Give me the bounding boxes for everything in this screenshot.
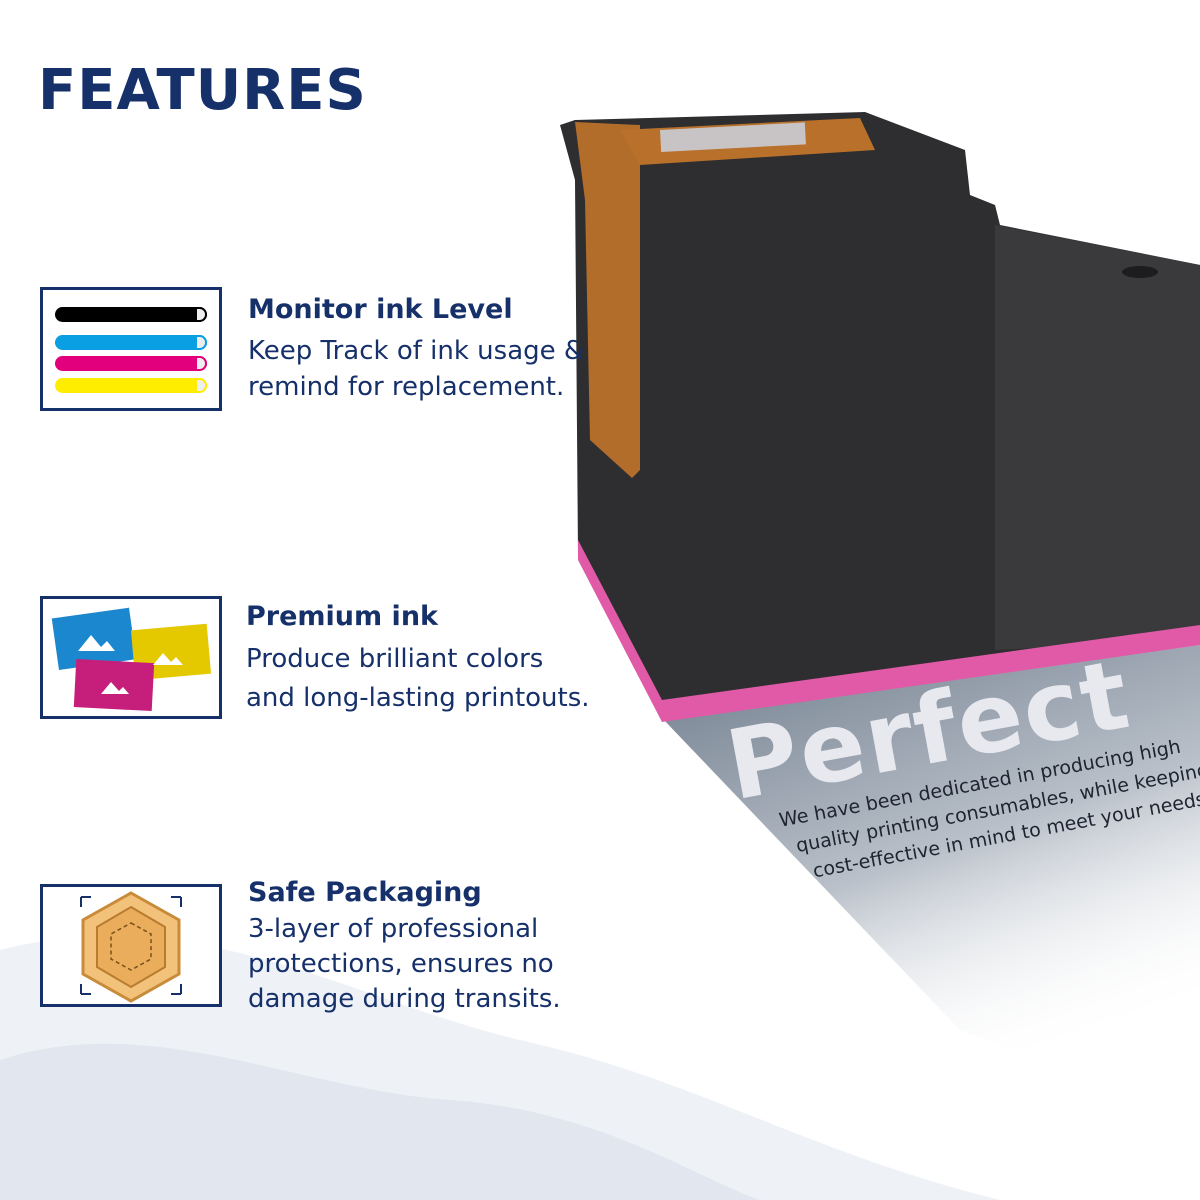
feature-title: Premium ink bbox=[246, 601, 438, 632]
desc-line: protections, ensures no bbox=[248, 949, 554, 979]
ink-level-bars-icon bbox=[40, 287, 222, 411]
feature-description: Produce brilliant colors and long-lastin… bbox=[246, 640, 590, 718]
cartridge-shadow bbox=[662, 645, 1200, 1120]
desc-line: Keep Track of ink usage & bbox=[248, 336, 585, 366]
desc-line: remind for replacement. bbox=[248, 372, 565, 402]
feature-title: Monitor ink Level bbox=[248, 294, 513, 325]
feature-description: Keep Track of ink usage & remind for rep… bbox=[248, 333, 584, 405]
ink-cartridge-image bbox=[560, 112, 1200, 722]
desc-line: and long-lasting printouts. bbox=[246, 683, 590, 713]
desc-line: damage during transits. bbox=[248, 984, 561, 1014]
feature-description: 3-layer of professional protections, ens… bbox=[248, 912, 561, 1017]
desc-line: Produce brilliant colors bbox=[246, 644, 544, 674]
color-photos-icon bbox=[40, 596, 222, 719]
page-title: FEATURES bbox=[38, 58, 367, 123]
desc-line: 3-layer of professional bbox=[248, 914, 539, 944]
feature-title: Safe Packaging bbox=[248, 877, 482, 908]
package-box-icon bbox=[40, 884, 222, 1007]
